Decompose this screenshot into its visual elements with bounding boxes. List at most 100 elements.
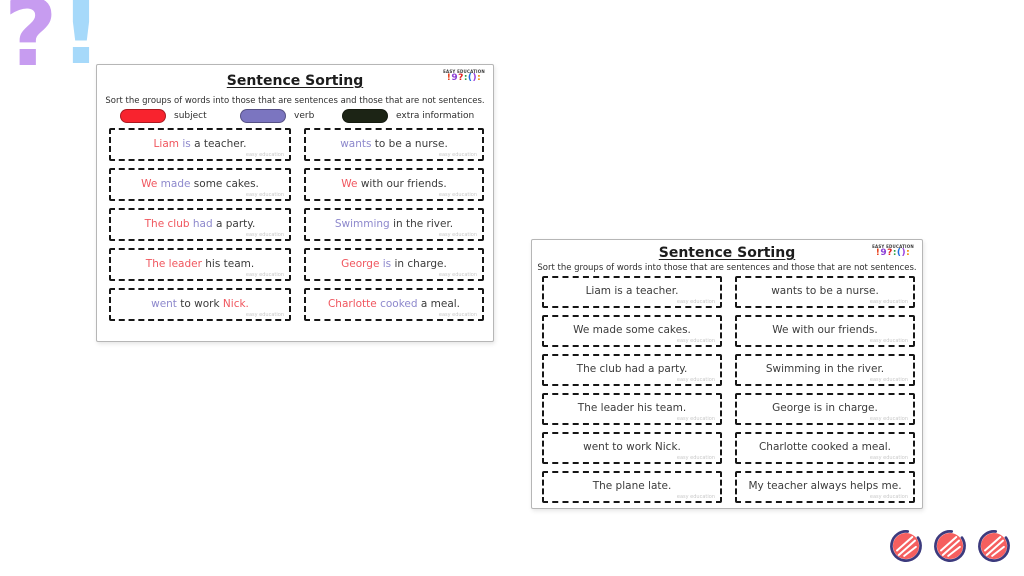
word-segment-extra: a party. [215, 217, 256, 230]
sentence-text: The leader his team. [140, 257, 260, 271]
worksheet-instruction: Sort the groups of words into those that… [105, 96, 485, 106]
worksheet-colored: Sentence Sorting EASY EDUCATION !9?:(): … [96, 64, 494, 342]
watermark: easy education [676, 494, 715, 500]
sentence-card[interactable]: went to work Nick.easy education [542, 432, 722, 464]
logo-symbol: ( [467, 73, 473, 83]
sentence-card[interactable]: went to work Nick.easy education [109, 288, 291, 321]
sentence-text: The leader his team. [577, 402, 687, 415]
sentence-card[interactable]: Charlotte cooked a meal.easy education [304, 288, 484, 321]
watermark: easy education [676, 416, 715, 422]
watermark: easy education [676, 377, 715, 383]
sentence-card[interactable]: Liam is a teacher.easy education [109, 128, 291, 161]
word-segment-verb: cooked [380, 297, 418, 310]
legend-label-subject: subject [174, 111, 207, 121]
logo-symbol: ! [875, 248, 881, 258]
sentence-card[interactable]: The leader his team.easy education [109, 248, 291, 281]
scribble-circle-sticker [978, 530, 1010, 562]
easy-education-logo: EASY EDUCATION !9?:(): [440, 69, 488, 84]
word-segment-verb: went [151, 297, 177, 310]
word-segment-extra: some cakes. [193, 177, 259, 190]
question-mark-decoration: ? [4, 0, 58, 87]
logo-brand-text: EASY EDUCATION [872, 244, 914, 249]
logo-symbol: : [906, 248, 911, 258]
word-segment-verb: had [192, 217, 213, 230]
sentence-card[interactable]: Charlotte cooked a meal.easy education [735, 432, 915, 464]
watermark: easy education [869, 455, 908, 461]
sentence-card[interactable]: Liam is a teacher.easy education [542, 276, 722, 308]
watermark: easy education [869, 299, 908, 305]
logo-symbol: ? [887, 248, 893, 258]
sentence-text: Charlotte cooked a meal. [322, 297, 466, 311]
sentence-card[interactable]: We with our friends.easy education [304, 168, 484, 201]
word-segment-verb: made [160, 177, 191, 190]
verb-color-pill [240, 109, 286, 123]
sentence-card[interactable]: George is in charge.easy education [304, 248, 484, 281]
sentence-text: My teacher always helps me. [748, 480, 902, 493]
sentence-text: George is in charge. [772, 402, 878, 415]
sentence-text: Charlotte cooked a meal. [758, 441, 892, 454]
scribble-circle-sticker [890, 530, 922, 562]
word-segment-extra: with our friends. [360, 177, 447, 190]
worksheet-title: Sentence Sorting [658, 245, 796, 261]
word-segment-extra: in charge. [394, 257, 447, 270]
sentence-card[interactable]: The plane late. easy education [542, 471, 722, 503]
logo-brand-text: EASY EDUCATION [443, 69, 485, 74]
sentence-card[interactable]: Swimming in the river.easy education [304, 208, 484, 241]
word-segment-subject: The leader [145, 257, 202, 270]
watermark: easy education [438, 272, 477, 278]
sentence-card[interactable]: My teacher always helps me.easy educatio… [735, 471, 915, 503]
watermark: easy education [869, 416, 908, 422]
word-segment-extra: a meal. [420, 297, 461, 310]
word-segment-extra: to work [180, 297, 220, 310]
word-segment-verb: is [182, 137, 191, 150]
sentence-card[interactable]: We made some cakes.easy education [109, 168, 291, 201]
word-segment-extra: his team. [205, 257, 255, 270]
watermark: easy education [245, 312, 284, 318]
watermark: easy education [676, 338, 715, 344]
sentence-card[interactable]: We made some cakes.easy education [542, 315, 722, 347]
subject-color-pill [120, 109, 166, 123]
sentence-card[interactable]: The club had a party.easy education [542, 354, 722, 386]
sentence-card[interactable]: We with our friends.easy education [735, 315, 915, 347]
watermark: easy education [676, 299, 715, 305]
word-segment-extra: to be a nurse. [374, 137, 448, 150]
sentence-text: went to work Nick. [145, 297, 255, 311]
sentence-text: We made some cakes. [135, 177, 265, 191]
logo-symbol: 9 [880, 248, 888, 258]
word-segment-verb: is [382, 257, 392, 270]
watermark: easy education [245, 272, 284, 278]
sentence-text: went to work Nick. [583, 441, 681, 454]
logo-symbol: ! [446, 73, 452, 83]
word-segment-subject: Nick. [222, 297, 249, 310]
sentence-card[interactable]: wants to be a nurse.easy education [735, 276, 915, 308]
sentence-card[interactable]: Swimming in the river.easy education [735, 354, 915, 386]
watermark: easy education [676, 455, 715, 461]
sentence-card[interactable]: wants to be a nurse. easy education [304, 128, 484, 161]
word-segment-verb: wants [340, 137, 372, 150]
watermark: easy education [438, 232, 477, 238]
worksheet-plain: Sentence Sorting EASY EDUCATION !9?:(): … [531, 239, 923, 509]
worksheet-title: Sentence Sorting [226, 73, 364, 89]
sentence-card[interactable]: The club had a party.easy education [109, 208, 291, 241]
logo-symbol: ? [458, 73, 464, 83]
legend-item-extra: extra information [342, 109, 474, 123]
sentence-text: The plane late. [592, 480, 672, 493]
word-segment-subject: We [341, 177, 358, 190]
sentence-text: Liam is a teacher. [148, 137, 253, 151]
watermark: easy education [245, 232, 284, 238]
legend-label-verb: verb [294, 111, 315, 121]
extra-info-color-pill [342, 109, 388, 123]
sentence-text: Liam is a teacher. [585, 285, 679, 298]
scribble-circle-sticker [934, 530, 966, 562]
logo-symbol: : [892, 248, 897, 258]
logo-symbols: !9?:(): [440, 73, 488, 84]
logo-symbol: : [463, 73, 468, 83]
sentence-card[interactable]: George is in charge.easy education [735, 393, 915, 425]
watermark: easy education [438, 152, 477, 158]
word-segment-subject: We [141, 177, 158, 190]
logo-symbol: 9 [451, 73, 459, 83]
sticker-row [888, 528, 1012, 564]
sentence-card[interactable]: The leader his team.easy education [542, 393, 722, 425]
word-segment-subject: Charlotte [327, 297, 377, 310]
